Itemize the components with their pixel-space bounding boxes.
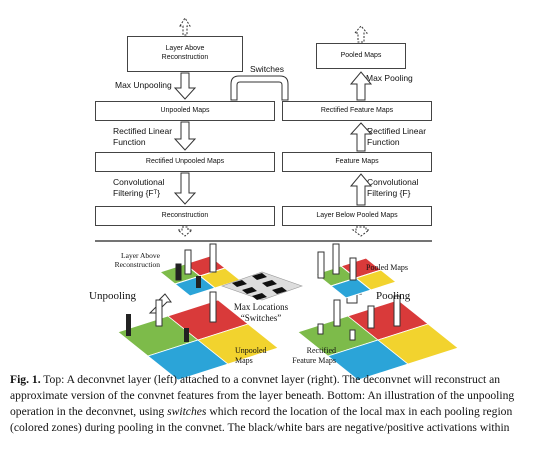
bar-neg-3: [126, 314, 131, 336]
max-locations-label: Max Locations “Switches”: [233, 302, 289, 324]
rectified-feature-maps-label: Rectified Feature Maps: [320, 106, 394, 114]
caption-text-1: Top: A deconvnet layer (left) attached t…: [10, 373, 515, 418]
caption-switches-word: switches: [167, 405, 207, 418]
rectified-unpooled-maps-box: Rectified Unpooled Maps: [95, 152, 275, 172]
figure-number: Fig. 1.: [10, 373, 41, 386]
bottom-rectified-feature-label: Rectified Feature Maps: [292, 346, 336, 365]
bar-neg-1: [175, 263, 182, 281]
bottom-unpooled-maps-label: Unpooled Maps: [235, 346, 267, 365]
max-pooling-label: Max Pooling: [366, 73, 413, 83]
dashed-up-arrow-left-icon: [179, 17, 191, 36]
rectified-bars: [317, 295, 401, 341]
pooling-label: Pooling: [376, 290, 411, 302]
pooled-maps-box: Pooled Maps: [316, 43, 406, 69]
unpooling-label: Unpooling: [89, 290, 137, 302]
layer-above-reconstruction-label: Layer Above Reconstruction: [161, 45, 209, 61]
pooled-grid-right: [314, 257, 398, 299]
dashed-up-arrow-right-icon: [353, 25, 369, 43]
bar-neg-4: [184, 328, 189, 342]
layer-below-pooled-maps-box: Layer Below Pooled Maps: [282, 206, 432, 226]
unpooled-maps-box: Unpooled Maps: [95, 101, 275, 121]
feature-maps-label: Feature Maps: [335, 157, 379, 165]
bar-pos-6: [332, 243, 340, 275]
bar-pos-3: [155, 299, 163, 327]
pooled-maps-label: Pooled Maps: [340, 51, 382, 59]
rectified-feature-maps-box: Rectified Feature Maps: [282, 101, 432, 121]
dashed-down-arrow-right-icon: [351, 226, 371, 237]
switches-grid: [221, 271, 303, 301]
rectified-grid: [297, 299, 459, 381]
bottom-layer-above-label: Layer Above Reconstruction: [114, 251, 160, 270]
caption-text-2: which record the location of the local m…: [10, 405, 513, 434]
unpooled-maps-label: Unpooled Maps: [160, 106, 210, 114]
figure-caption: Fig. 1. Top: A deconvnet layer (left) at…: [10, 372, 540, 465]
reconstruction-label: Reconstruction: [161, 211, 209, 219]
switches-cells: [232, 273, 287, 300]
reconstruction-box: Reconstruction: [95, 206, 275, 226]
down-arrow-unpool-icon: [173, 72, 197, 100]
bar-pos-4: [209, 291, 217, 323]
bar-pos-7: [349, 257, 357, 281]
feature-maps-box: Feature Maps: [282, 152, 432, 172]
dashed-down-arrow-left-icon: [176, 226, 194, 237]
up-arrow-pool-icon: [349, 71, 373, 101]
bar-pos-1: [184, 249, 192, 275]
down-arrow-relu-left-icon: [173, 121, 197, 151]
down-arrow-filter-left-icon: [173, 172, 197, 205]
layer-above-reconstruction-box: Layer Above Reconstruction: [127, 36, 243, 72]
up-arrow-filter-right-icon: [349, 173, 373, 206]
max-unpooling-label: Max Unpooling: [115, 80, 172, 90]
switches-label: Switches: [250, 64, 285, 74]
conv-filtering-left-label: Convolutional Filtering {Fᵀ}: [113, 177, 165, 198]
rectified-unpooled-maps-label: Rectified Unpooled Maps: [145, 157, 225, 165]
bar-pos-5: [317, 251, 325, 279]
bottom-pooled-maps-label: Pooled Maps: [366, 263, 408, 272]
switches-connector-icon: [230, 75, 289, 101]
rectified-linear-right-label: Rectified Linear Function: [367, 126, 427, 147]
conv-filtering-right-label: Convolutional Filtering {F}: [367, 177, 419, 198]
rectified-linear-left-label: Rectified Linear Function: [113, 126, 173, 147]
layer-below-pooled-maps-label: Layer Below Pooled Maps: [316, 211, 398, 219]
up-arrow-relu-right-icon: [349, 122, 373, 152]
bar-neg-2: [196, 276, 201, 288]
bar-pos-2: [209, 243, 217, 273]
